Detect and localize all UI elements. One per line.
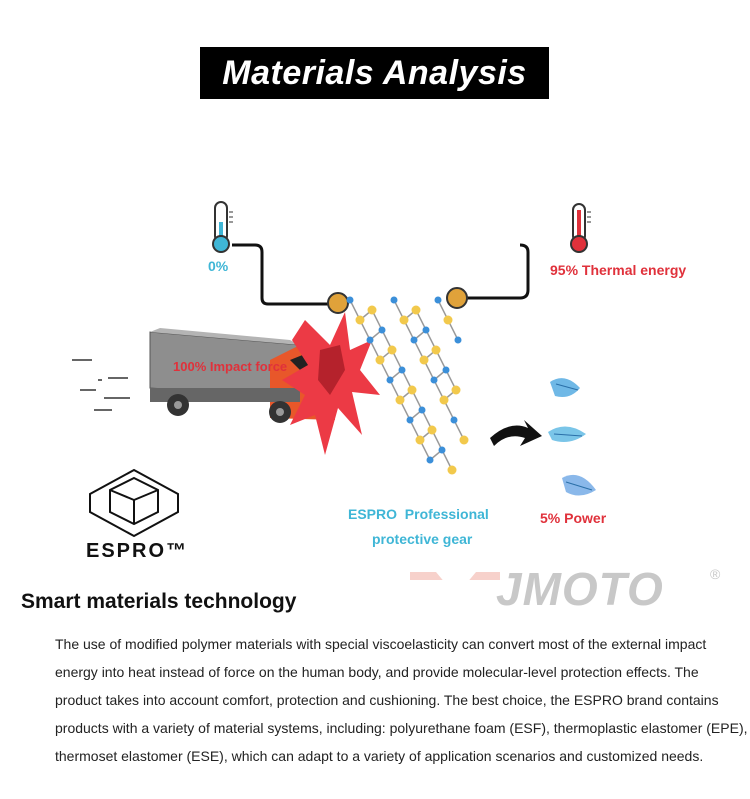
feathers-icon <box>548 378 596 496</box>
watermark-registered-mark: ® <box>710 566 721 582</box>
lattice-atom <box>451 385 461 395</box>
watermark-text: JMOTO <box>496 563 664 615</box>
arrow-icon <box>490 420 542 446</box>
lattice-atom <box>407 385 417 395</box>
page-title: Materials Analysis <box>222 53 527 92</box>
lattice-atom <box>427 425 437 435</box>
lattice-atom <box>439 395 449 405</box>
lattice-atom <box>450 416 458 424</box>
impact-burst-shade <box>318 345 345 395</box>
lattice-atom <box>410 336 418 344</box>
materials-diagram <box>72 201 596 580</box>
lattice-atom <box>431 345 441 355</box>
lattice-atom <box>438 446 446 454</box>
body-line: product takes into account comfort, prot… <box>55 692 719 708</box>
lattice-atom <box>355 315 365 325</box>
lattice-atom <box>399 315 409 325</box>
lattice-atom <box>387 345 397 355</box>
body-line: thermoset elastomer (ESE), which can ada… <box>55 748 704 764</box>
lattice-atom <box>459 435 469 445</box>
thermometer-hot-icon <box>570 203 591 253</box>
hot-node <box>446 287 468 309</box>
hot-connector <box>465 243 530 300</box>
power-label: 5% Power <box>540 510 607 526</box>
lattice-atom <box>454 336 462 344</box>
espro-logo-text: ESPRO™ <box>86 540 189 562</box>
cold-value-label: 0% <box>208 258 229 274</box>
espro-gear-label-line2: protective gear <box>372 531 473 547</box>
body-line: energy into heat instead of force on the… <box>55 664 699 680</box>
lattice-atom <box>398 366 406 374</box>
lattice-atom <box>366 336 374 344</box>
body-line: The use of modified polymer materials wi… <box>55 636 707 652</box>
body-paragraph: The use of modified polymer materials wi… <box>55 630 748 770</box>
lattice-atom <box>367 305 377 315</box>
lattice-atom <box>422 326 430 334</box>
lattice-atom <box>415 435 425 445</box>
cold-node <box>327 292 349 314</box>
lattice-atom <box>395 395 405 405</box>
lattice-atom <box>426 456 434 464</box>
lattice-atom <box>378 326 386 334</box>
title-banner: Materials Analysis <box>200 47 549 99</box>
lattice-atom <box>375 355 385 365</box>
lattice-atom <box>434 296 442 304</box>
lattice-atom <box>418 406 426 414</box>
espro-logo-icon <box>89 468 179 538</box>
lattice-atom <box>447 465 457 475</box>
impact-force-label: 100% Impact force <box>173 359 288 374</box>
section-title: Smart materials technology <box>21 590 297 613</box>
lattice-atom <box>442 366 450 374</box>
molecular-lattice <box>346 296 469 475</box>
lattice-atom <box>406 416 414 424</box>
lattice-atom <box>386 376 394 384</box>
lattice-atom <box>419 355 429 365</box>
lattice-atom <box>430 376 438 384</box>
espro-gear-label-line1: ESPRO Professional <box>348 506 489 522</box>
thermometer-cold-icon <box>212 201 233 253</box>
lattice-atom <box>443 315 453 325</box>
speed-lines <box>72 359 130 411</box>
lattice-atom <box>411 305 421 315</box>
lattice-atom <box>346 296 354 304</box>
body-line: products with a variety of material syst… <box>55 720 748 736</box>
lattice-atom <box>390 296 398 304</box>
cold-connector <box>232 243 330 306</box>
thermal-energy-label: 95% Thermal energy <box>550 262 687 278</box>
watermark-logo-icon <box>410 572 500 580</box>
